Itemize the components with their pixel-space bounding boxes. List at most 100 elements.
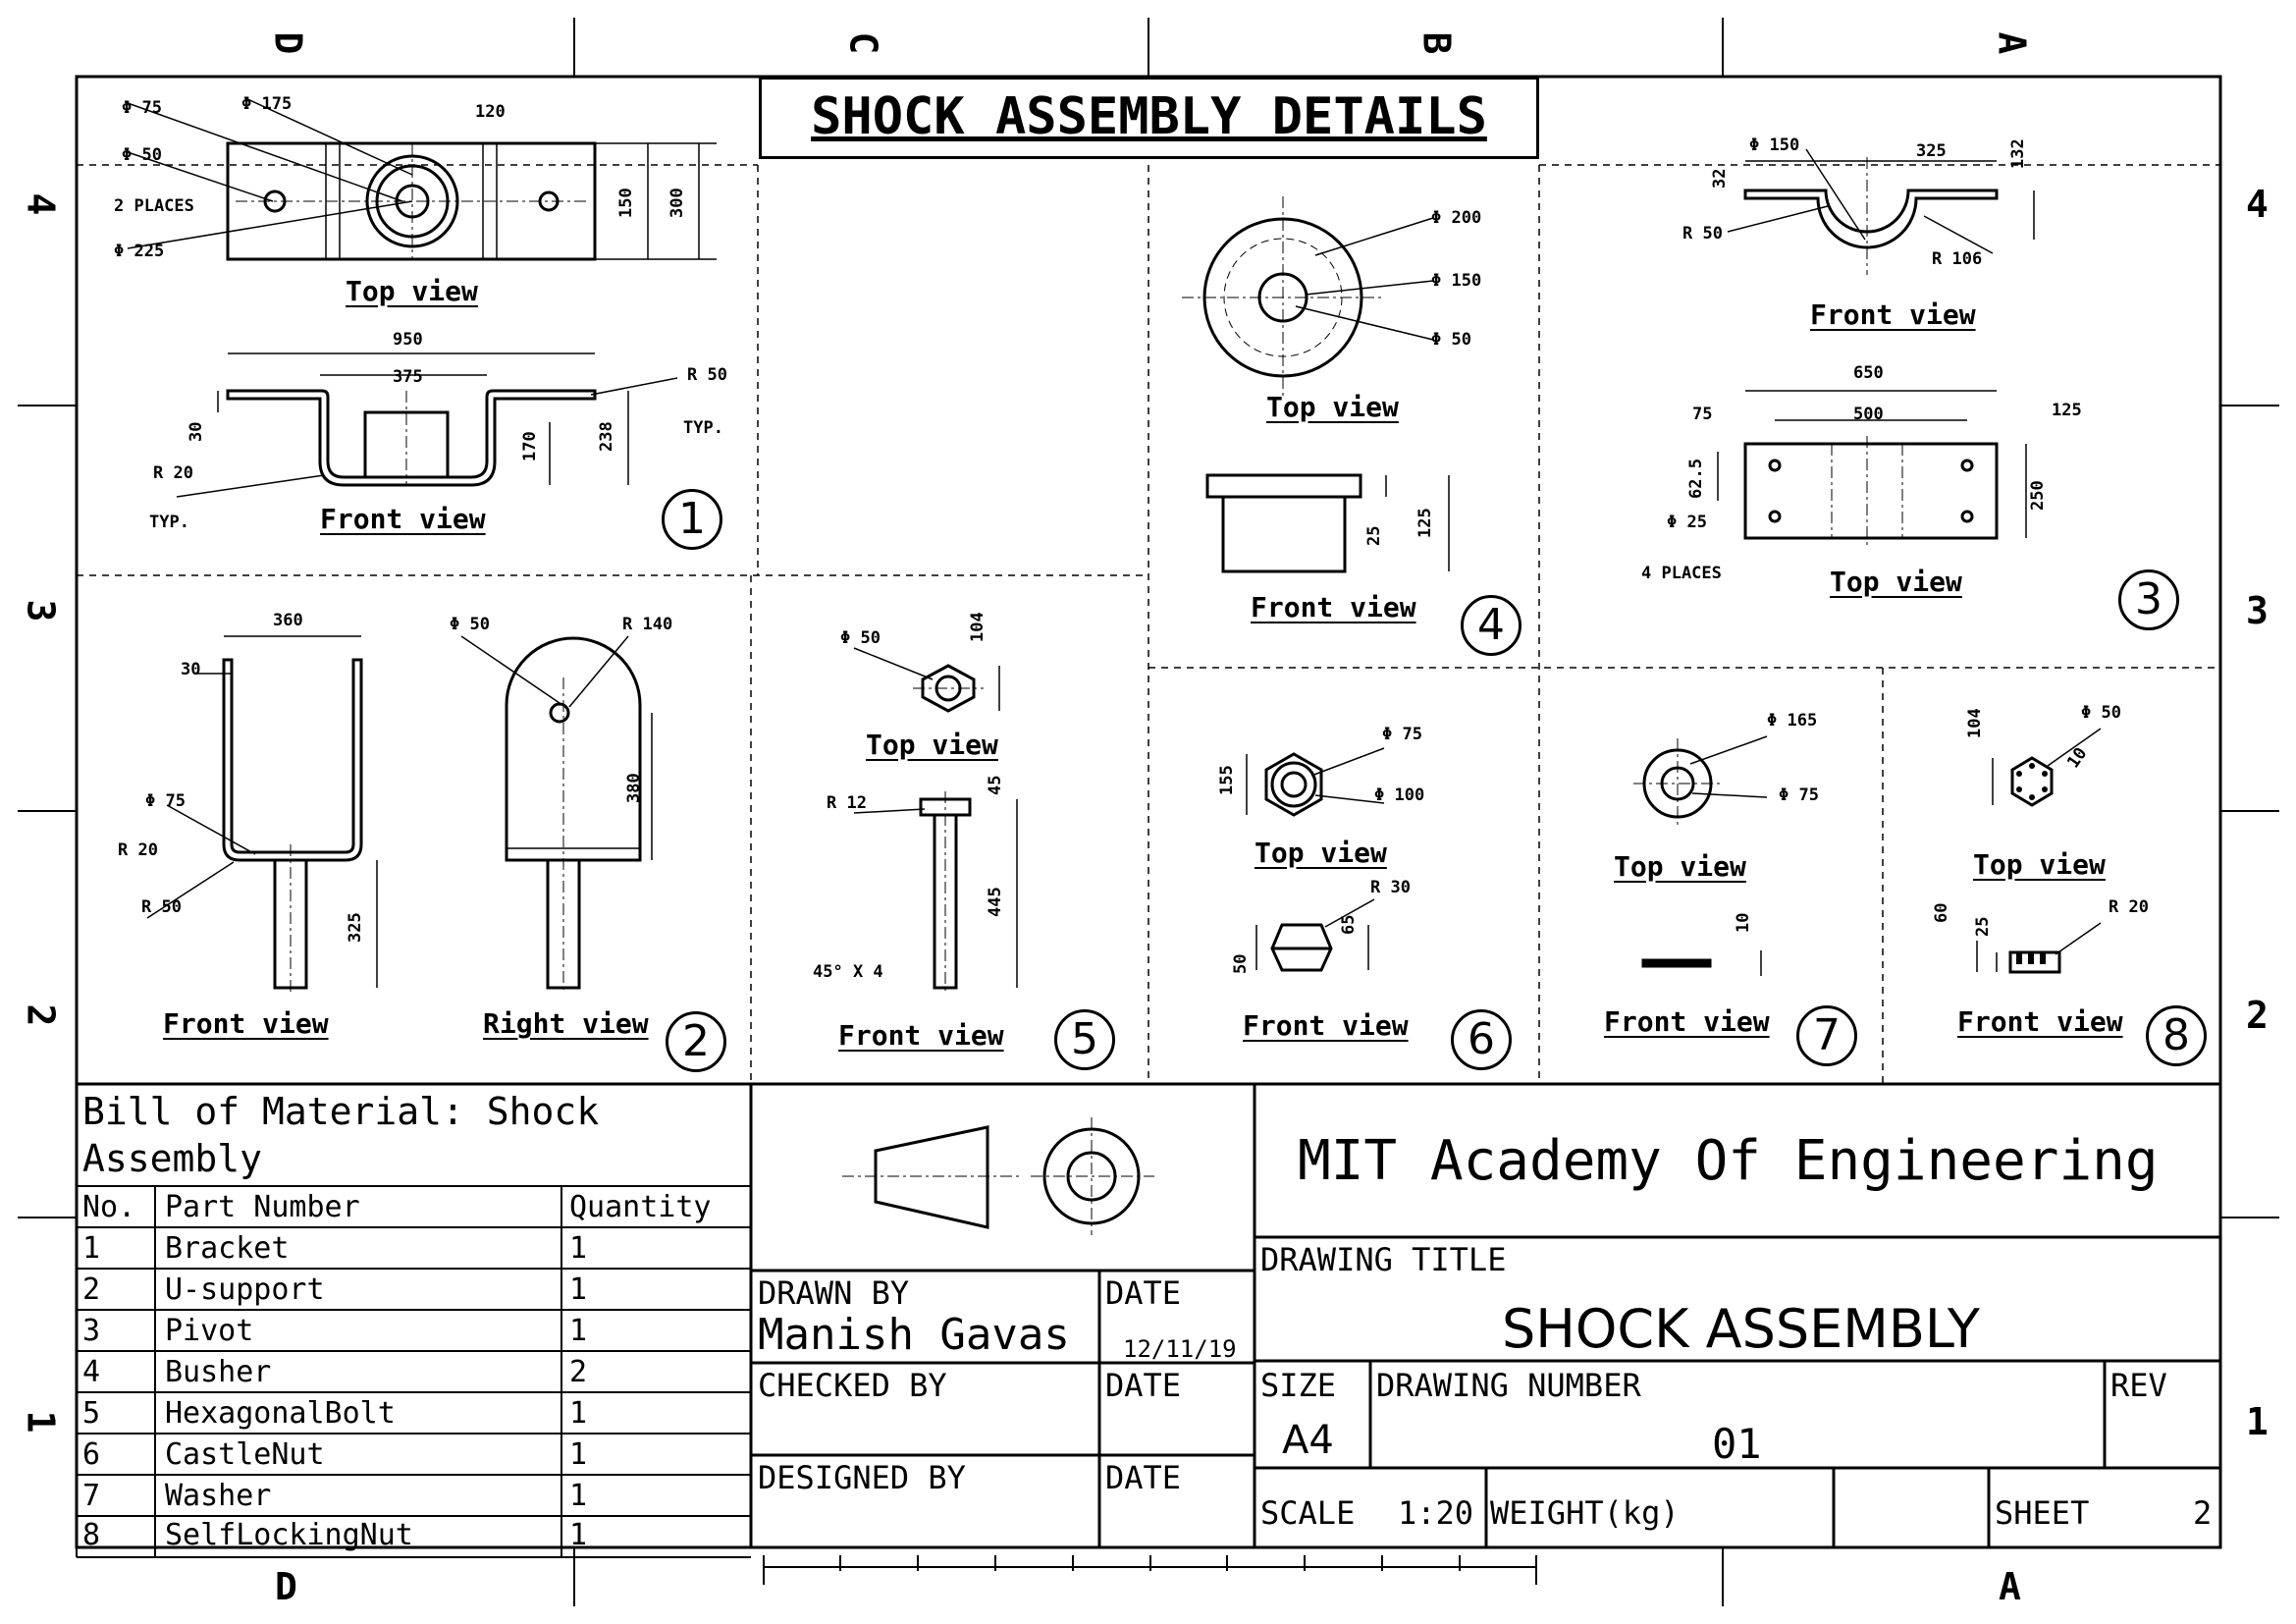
dim-label: Φ 75 <box>1779 785 1819 805</box>
dim-label: Φ 75 <box>145 791 186 811</box>
sheet-header-title: SHOCK ASSEMBLY DETAILS <box>759 77 1539 159</box>
dim-label: 30 <box>181 660 201 679</box>
zone-letter-bottom: A <box>1999 1565 2021 1608</box>
zone-number-left: 2 <box>19 1003 63 1027</box>
dim-label: Φ 200 <box>1431 208 1482 228</box>
view-label: Top view <box>866 729 998 761</box>
bom-cell: 1 <box>569 1437 588 1472</box>
zone-letter-top: B <box>1415 31 1459 55</box>
dim-label: R 50 <box>687 365 727 385</box>
zone-number-right: 1 <box>2246 1400 2269 1443</box>
bom-cell: 8 <box>82 1518 101 1552</box>
dim-label: 950 <box>393 330 423 350</box>
bom-cell: 1 <box>569 1272 588 1307</box>
dim-label: 75 <box>1692 405 1713 424</box>
weight-label: WEIGHT(kg) <box>1490 1494 1680 1532</box>
drawing-number-label: DRAWING NUMBER <box>1376 1367 1641 1404</box>
dim-label: 62.5 <box>1686 459 1706 499</box>
bom-cell: 2 <box>569 1355 588 1389</box>
bom-cell: 2 <box>82 1272 101 1307</box>
bom-header: Part Number <box>165 1190 360 1224</box>
bom-cell: CastleNut <box>165 1437 325 1472</box>
part-number-bubble: 1 <box>662 489 722 550</box>
view-label: Front view <box>1243 1009 1409 1042</box>
view-label: Front view <box>838 1019 1004 1052</box>
dim-label: 250 <box>2028 480 2048 511</box>
drawn-by-name: Manish Gavas <box>758 1310 1070 1360</box>
part-number-bubble: 7 <box>1796 1005 1857 1066</box>
dim-label: Φ 50 <box>1431 330 1471 350</box>
institution-name: MIT Academy Of Engineering <box>1298 1129 2159 1193</box>
view-label: Top view <box>1266 391 1399 423</box>
dim-label: Φ 175 <box>241 94 293 114</box>
dim-label: 50 <box>1231 953 1251 974</box>
zone-number-right: 4 <box>2246 183 2269 226</box>
checked-by-label: CHECKED BY <box>758 1367 947 1404</box>
view-label: Front view <box>163 1007 329 1040</box>
date-label: DATE <box>1105 1367 1182 1404</box>
dim-label: Φ 25 <box>1667 513 1707 532</box>
zone-letter-top: A <box>1990 31 2034 55</box>
view-label: Top view <box>1614 850 1746 883</box>
bom-cell: 1 <box>569 1314 588 1348</box>
dim-label: 325 <box>346 912 365 943</box>
part-number-bubble: 5 <box>1054 1009 1115 1070</box>
dim-label: Φ 100 <box>1374 785 1425 805</box>
dim-label: R 140 <box>622 615 673 634</box>
rev-label: REV <box>2110 1367 2167 1404</box>
view-label: Right view <box>483 1007 649 1040</box>
bom-cell: Busher <box>165 1355 272 1389</box>
date-label: DATE <box>1105 1459 1182 1496</box>
part-number-bubble: 4 <box>1461 595 1522 656</box>
dim-label: 380 <box>624 773 644 803</box>
view-label: Front view <box>1604 1005 1770 1038</box>
sheet-value: 2 <box>2193 1494 2213 1532</box>
dim-label: 120 <box>475 102 506 122</box>
date-label: DATE <box>1105 1274 1182 1312</box>
dim-label: TYP. <box>683 418 723 438</box>
bom-cell: 5 <box>82 1396 101 1431</box>
dim-label: 30 <box>187 421 206 442</box>
bom-cell: 3 <box>82 1314 101 1348</box>
dim-label: TYP. <box>149 513 189 532</box>
dim-label: 32 <box>1710 168 1730 189</box>
bom-cell: 6 <box>82 1437 101 1472</box>
bom-header: Quantity <box>569 1190 712 1224</box>
dim-label: 150 <box>616 188 636 218</box>
bom-cell: 7 <box>82 1479 101 1513</box>
dim-label: 60 <box>1932 902 1951 923</box>
zone-letter-top: D <box>266 31 310 55</box>
bom-header: No. <box>82 1190 136 1224</box>
zone-number-left: 3 <box>19 599 63 623</box>
zone-number-right: 2 <box>2246 994 2269 1037</box>
zone-letter-top: C <box>841 31 885 55</box>
dim-label: Φ 75 <box>1382 725 1422 744</box>
dim-label: 45° X 4 <box>813 962 883 982</box>
bom-cell: 4 <box>82 1355 101 1389</box>
scale-label: SCALE <box>1260 1494 1356 1532</box>
zone-number-left: 1 <box>19 1410 63 1434</box>
dim-label: 104 <box>1965 708 1985 738</box>
dim-label: R 50 <box>1682 224 1723 244</box>
dim-label: R 20 <box>2109 897 2149 917</box>
dim-label: R 50 <box>141 897 182 917</box>
bom-cell: Bracket <box>165 1231 290 1266</box>
view-label: Top view <box>1255 837 1387 869</box>
dim-label: 45 <box>986 775 1005 795</box>
dim-label: 104 <box>968 612 988 642</box>
dim-label: Φ 165 <box>1767 711 1818 731</box>
bom-cell: HexagonalBolt <box>165 1396 396 1431</box>
view-label: Top view <box>346 275 478 307</box>
size-value: A4 <box>1282 1418 1334 1463</box>
zone-number-right: 3 <box>2246 589 2269 632</box>
dim-label: 65 <box>1339 914 1359 935</box>
drawing-number: 01 <box>1712 1420 1762 1468</box>
dim-label: 125 <box>1415 508 1435 538</box>
dim-label: 2 PLACES <box>114 196 194 216</box>
bom-cell: 1 <box>569 1396 588 1431</box>
zone-letter-bottom: D <box>275 1565 297 1608</box>
dim-label: 325 <box>1916 141 1947 161</box>
dim-label: 500 <box>1853 405 1884 424</box>
dim-label: R 20 <box>153 463 193 483</box>
